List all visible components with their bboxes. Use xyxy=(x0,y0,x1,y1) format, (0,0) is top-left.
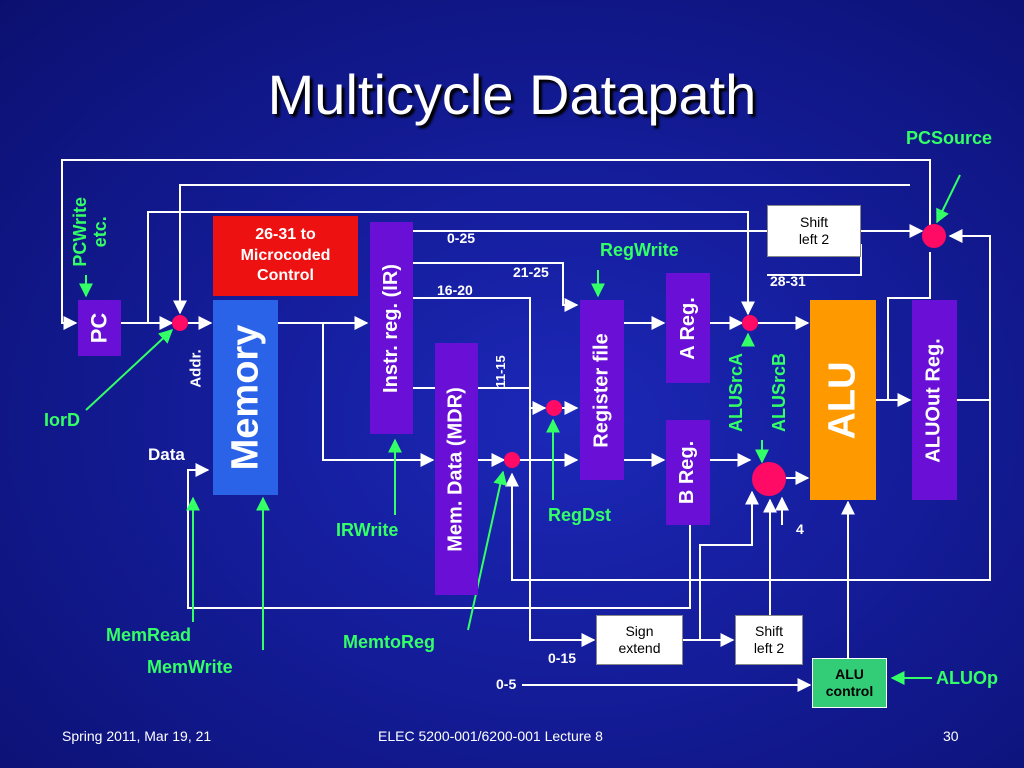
footer-course: ELEC 5200-001/6200-001 Lecture 8 xyxy=(378,728,603,744)
a-register: A Reg. xyxy=(666,273,710,383)
mdr-label: Mem. Data (MDR) xyxy=(445,386,468,552)
shift-left-bottom: Shift left 2 xyxy=(735,615,803,665)
sign-extend-block: Sign extend xyxy=(596,615,683,665)
alu-label: ALU xyxy=(821,360,864,440)
pc-label: PC xyxy=(86,312,112,344)
alusrca-signal: ALUSrcA xyxy=(722,345,752,440)
addr-text: Addr. xyxy=(187,349,205,388)
aluout-label: ALUOut Reg. xyxy=(923,337,945,463)
iord-mux xyxy=(172,315,188,331)
memtoreg-signal: MemtoReg xyxy=(343,632,436,652)
field-11-15-text: 11-15 xyxy=(492,355,508,388)
areg-label: A Reg. xyxy=(676,296,699,360)
footer-page-number: 30 xyxy=(943,728,959,744)
field-21-25: 21-25 xyxy=(513,264,549,280)
addr-label: Addr. xyxy=(185,345,215,395)
pc-register: PC xyxy=(78,300,121,356)
instruction-register: Instr. reg. (IR) xyxy=(370,222,413,434)
footer-date: Spring 2011, Mar 19, 21 xyxy=(62,728,212,744)
memwrite-signal: MemWrite xyxy=(147,657,233,677)
memtoreg-mux xyxy=(504,452,520,468)
iord-signal: IorD xyxy=(44,410,80,430)
alusrcb-signal: ALUSrcB xyxy=(765,345,795,440)
memread-signal: MemRead xyxy=(106,625,192,645)
field-16-20: 16-20 xyxy=(437,282,473,298)
control-label: 26-31 to Microcoded Control xyxy=(240,225,331,285)
field-0-25: 0-25 xyxy=(447,230,476,246)
irwrite-signal: IRWrite xyxy=(336,520,399,540)
regdst-mux xyxy=(546,400,562,416)
pcsource-signal: PCSource xyxy=(906,128,993,148)
alu-control-label: ALU control xyxy=(825,665,874,700)
alusrcb-text: ALUSrcB xyxy=(769,352,790,433)
shift-top-label: Shift left 2 xyxy=(798,214,830,247)
register-file: Register file xyxy=(580,300,624,480)
field-0-15: 0-15 xyxy=(548,650,577,666)
memory-label: Memory xyxy=(224,324,266,471)
regfile-label: Register file xyxy=(590,332,613,448)
aluout-register: ALUOut Reg. xyxy=(912,300,957,500)
b-register: B Reg. xyxy=(666,420,710,525)
microcoded-control-block: 26-31 to Microcoded Control xyxy=(213,216,358,296)
alu-block: ALU xyxy=(810,300,876,500)
memory-block: Memory xyxy=(213,300,278,495)
constant-4: 4 xyxy=(796,521,804,537)
slide-title: Multicycle Datapath xyxy=(267,63,757,126)
shift-bottom-label: Shift left 2 xyxy=(753,623,785,656)
ir-label: Instr. reg. (IR) xyxy=(380,263,402,393)
alu-control-block: ALU control xyxy=(812,658,887,708)
aluop-signal: ALUOp xyxy=(936,668,998,688)
field-28-31: 28-31 xyxy=(770,273,806,289)
data-label: Data xyxy=(148,445,185,464)
pcwrite-text: PCWrite etc. xyxy=(70,196,110,267)
regdst-signal: RegDst xyxy=(548,505,612,525)
memory-data-register: Mem. Data (MDR) xyxy=(435,343,478,595)
field-11-15: 11-15 xyxy=(490,350,514,400)
regwrite-signal: RegWrite xyxy=(600,240,679,260)
breg-label: B Reg. xyxy=(676,440,699,505)
shift-left-top: Shift left 2 xyxy=(767,205,861,257)
pcsource-mux xyxy=(922,224,946,248)
field-0-5: 0-5 xyxy=(496,676,517,692)
pcwrite-signal: PCWrite etc. xyxy=(58,180,138,270)
sign-extend-label: Sign extend xyxy=(618,623,661,656)
alusrca-text: ALUSrcA xyxy=(726,352,747,433)
alusrca-mux xyxy=(742,315,758,331)
alusrcb-mux xyxy=(752,462,786,496)
